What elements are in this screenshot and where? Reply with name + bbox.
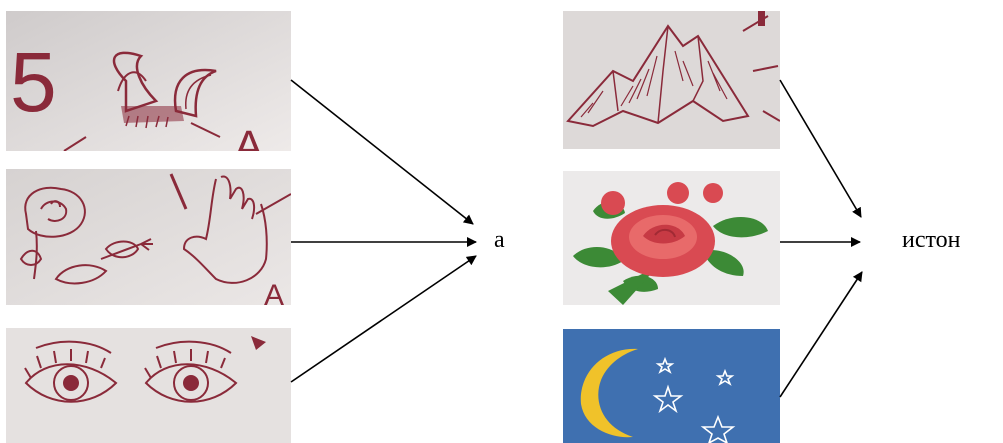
eyes-picture (6, 328, 291, 443)
arrow-moon-to-word (779, 271, 863, 398)
arrow-mountain-to-word (779, 79, 862, 218)
rose-and-hand-icon: A (6, 169, 291, 305)
rose-icon (563, 171, 780, 305)
moon-stars-icon (563, 329, 780, 443)
horns-picture: 5 A (6, 11, 291, 151)
moon-picture (563, 329, 780, 443)
printed-number: 5 (10, 35, 57, 129)
mountain-picture (563, 11, 780, 149)
rose-picture (563, 171, 780, 305)
eyes-icon (6, 328, 291, 443)
mountain-icon (563, 11, 780, 149)
arrow-horns-to-a (290, 79, 474, 225)
horns-icon: 5 A (6, 11, 291, 151)
result-word: истон (902, 227, 961, 253)
arrow-eyes-to-a (290, 255, 477, 383)
printed-letter: A (234, 122, 264, 151)
svg-text:A: A (264, 279, 284, 305)
result-letter: а (494, 227, 505, 253)
rose-hand-picture: A (6, 169, 291, 305)
